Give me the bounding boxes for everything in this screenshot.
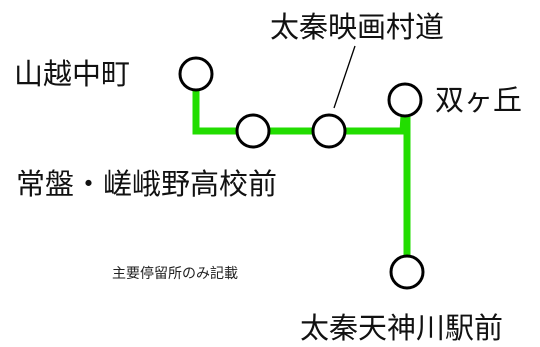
- station-label-narabigaoka: 双ヶ丘: [435, 83, 522, 117]
- station-marker-tokiwa-sagano[interactable]: [235, 113, 271, 149]
- label-leader-line: [333, 45, 356, 109]
- station-marker-yamagoshi-nakamachi[interactable]: [178, 56, 214, 92]
- station-marker-uzumasa-eigamura[interactable]: [311, 113, 347, 149]
- station-label-uzumasa-eigamura: 太秦映画村道: [270, 10, 444, 44]
- major-stops-note: 主要停留所のみ記載: [112, 265, 238, 282]
- station-label-yamagoshi-nakamachi: 山越中町: [14, 57, 130, 91]
- station-marker-uzumasa-tenjingawa[interactable]: [389, 254, 425, 290]
- station-label-tokiwa-sagano: 常盤・嵯峨野高校前: [16, 167, 277, 201]
- station-label-uzumasa-tenjingawa: 太秦天神川駅前: [300, 311, 503, 345]
- station-marker-narabigaoka[interactable]: [387, 82, 423, 118]
